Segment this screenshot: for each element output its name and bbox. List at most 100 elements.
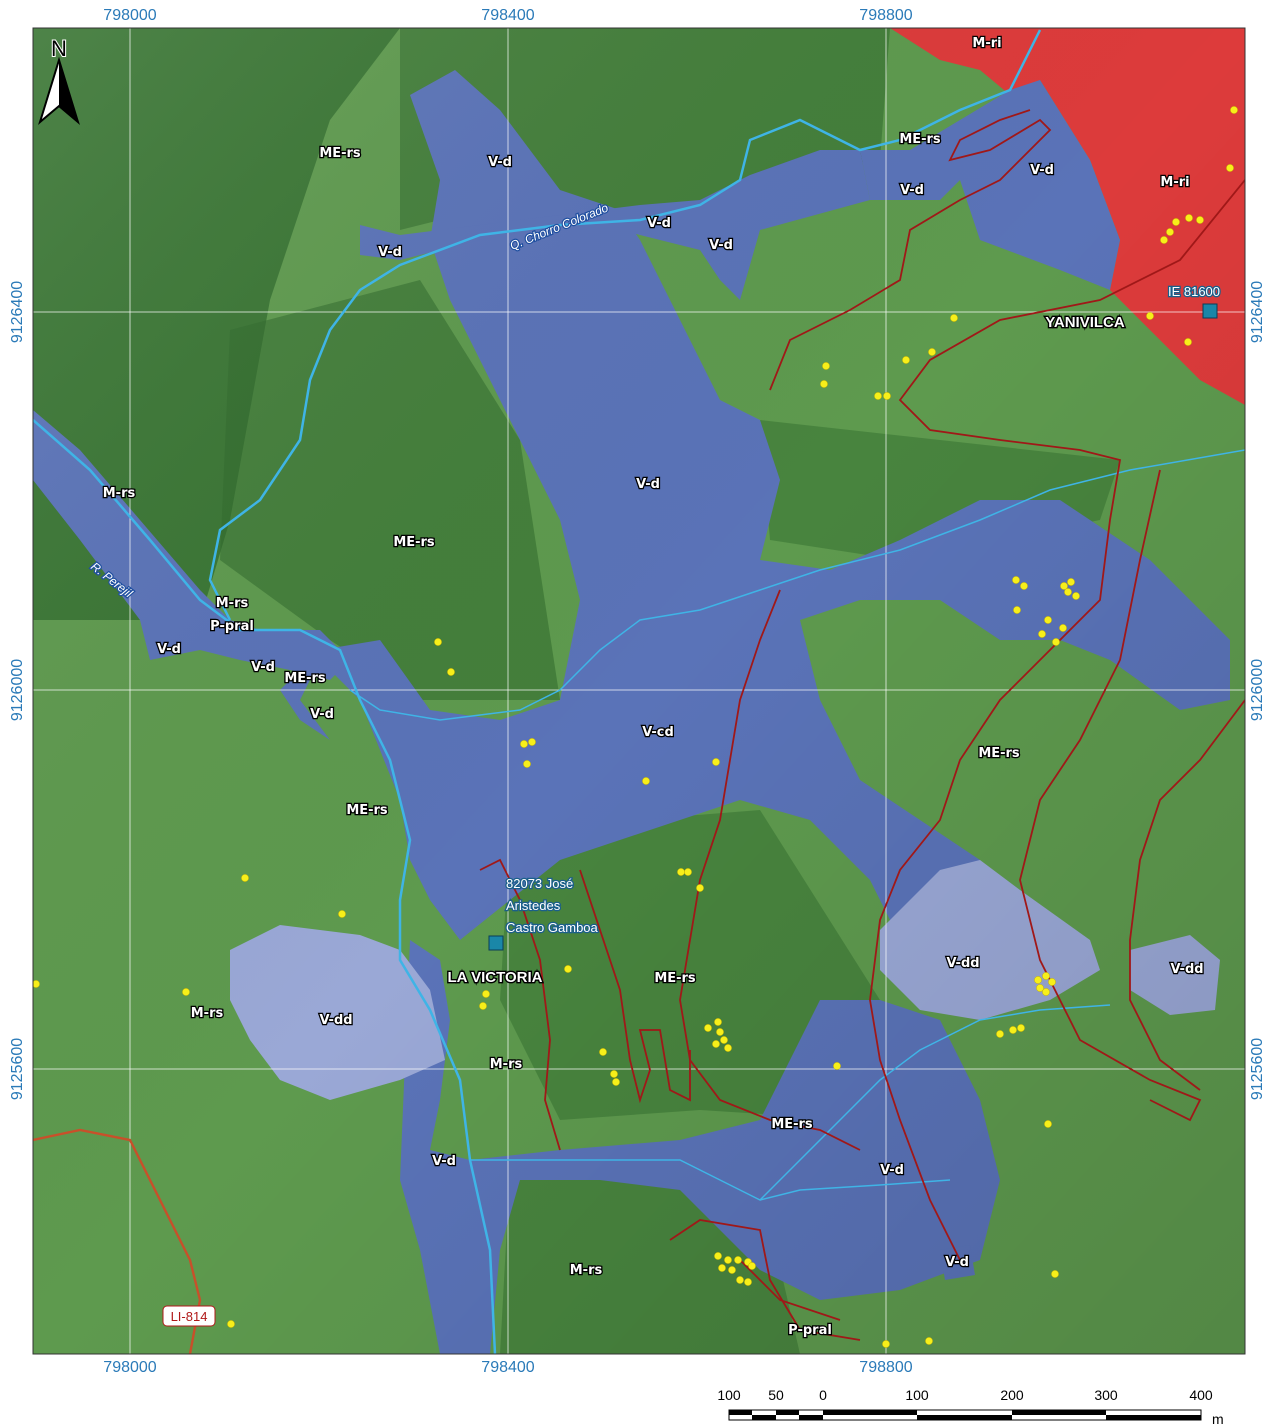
sample-point: [925, 1337, 933, 1345]
stream-perejil: [33, 419, 497, 1354]
sample-point: [1034, 976, 1042, 984]
sample-point: [1185, 214, 1193, 222]
school-label-line: Aristedes: [506, 898, 561, 913]
sample-point: [447, 668, 455, 676]
roads: [33, 109, 1245, 1354]
unit-label: M-ri: [1160, 175, 1189, 190]
sample-point: [874, 392, 882, 400]
unit-label: V-dd: [1170, 962, 1203, 977]
sample-point: [1067, 578, 1075, 586]
unit-label: V-d: [251, 660, 275, 675]
north-arrow: N: [38, 35, 80, 125]
sample-point: [642, 777, 650, 785]
unit-labels: M-ri M-ri ME-rs ME-rs V-d V-d V-d V-d V-…: [101, 35, 1204, 1340]
sample-point: [1072, 592, 1080, 600]
sample-point: [1230, 106, 1238, 114]
sample-point: [1017, 1024, 1025, 1032]
sample-point: [902, 356, 910, 364]
sample-point: [820, 380, 828, 388]
sample-point: [1038, 630, 1046, 638]
x-tick-label: 798800: [859, 7, 912, 24]
unit-label: V-d: [880, 1163, 904, 1178]
y-coordinates-left: 9126400 9126000 9125600: [9, 281, 26, 1100]
y-coordinates-right: 9126400 9126000 9125600: [1249, 281, 1266, 1100]
road-shield-li814: LI-814: [162, 1305, 216, 1327]
sample-point: [883, 392, 891, 400]
unit-label: P-pral: [210, 619, 254, 634]
sample-point: [338, 910, 346, 918]
sample-point: [1060, 582, 1068, 590]
sample-point: [227, 1320, 235, 1328]
scale-label: 0: [819, 1387, 827, 1403]
sample-point: [1042, 988, 1050, 996]
scale-segment: [823, 1410, 917, 1415]
sample-point: [1184, 338, 1192, 346]
road-south: [669, 1219, 861, 1341]
stream-south-branch: [759, 1179, 951, 1201]
sample-point: [822, 362, 830, 370]
north-arrow-half: [59, 60, 78, 122]
x-tick-label: 798800: [859, 1359, 912, 1376]
sample-point: [1146, 312, 1154, 320]
sample-point: [482, 990, 490, 998]
stream-chorro-colorado: [208, 29, 1042, 621]
road-switchbacks: [479, 858, 691, 1151]
sample-point: [1044, 1120, 1052, 1128]
sample-point: [714, 1252, 722, 1260]
sample-point: [716, 1028, 724, 1036]
y-tick-label: 9126000: [1249, 659, 1266, 721]
scale-label: 50: [768, 1387, 784, 1403]
sample-point: [1059, 624, 1067, 632]
unit-label: V-d: [647, 216, 671, 231]
y-tick-label: 9125600: [1249, 1038, 1266, 1100]
school-label-ie81600: IE 81600: [1168, 284, 1220, 299]
unit-label: ME-rs: [284, 671, 326, 686]
y-tick-label: 9126400: [9, 281, 26, 343]
sample-point: [1009, 1026, 1017, 1034]
sample-point: [1036, 984, 1044, 992]
scale-label: 400: [1189, 1387, 1213, 1403]
unit-label: V-d: [636, 477, 660, 492]
scale-segment: [1106, 1415, 1201, 1420]
unit-label: ME-rs: [654, 971, 696, 986]
scale-segment: [799, 1415, 823, 1420]
scale-label: 200: [1000, 1387, 1024, 1403]
unit-label: ME-rs: [319, 146, 361, 161]
sample-point: [724, 1256, 732, 1264]
road-east-arc: [1129, 699, 1245, 1091]
x-coordinates-bottom: 798000 798400 798800: [103, 1359, 912, 1376]
sample-point: [1064, 588, 1072, 596]
sample-point: [182, 988, 190, 996]
scale-segment: [917, 1415, 1012, 1420]
sample-point: [720, 1036, 728, 1044]
unit-label: V-dd: [319, 1013, 352, 1028]
sample-point: [479, 1002, 487, 1010]
y-tick-label: 9125600: [9, 1038, 26, 1100]
sample-point: [1172, 218, 1180, 226]
school-marker-ie81600: [1202, 303, 1218, 319]
sample-point: [1042, 972, 1050, 980]
road-center-serpentine: [679, 589, 861, 1151]
unit-label: V-d: [1030, 163, 1054, 178]
unit-label: V-dd: [946, 956, 979, 971]
sample-point: [1012, 576, 1020, 584]
town-label-yanivilca: YANIVILCA: [1045, 314, 1125, 331]
road-shield-box: [162, 1305, 216, 1327]
sample-point: [1166, 228, 1174, 236]
school-marker-82073: [488, 935, 504, 951]
unit-label: ME-rs: [978, 746, 1020, 761]
sample-point: [677, 868, 685, 876]
sample-points: [33, 106, 1238, 1348]
town-label-la-victoria: LA VICTORIA: [447, 969, 542, 986]
road-li814: [33, 1128, 202, 1354]
stream-south-east: [470, 1004, 1111, 1201]
y-tick-label: 9126400: [1249, 281, 1266, 343]
sample-point: [610, 1070, 618, 1078]
sample-point: [712, 758, 720, 766]
sample-point: [1020, 582, 1028, 590]
sample-point: [564, 965, 572, 973]
unit-label: V-d: [378, 245, 402, 260]
map-frame: N M-ri M-ri ME-rs ME-rs V-d V-d V-d V-d …: [33, 28, 1245, 1354]
scale-label: 100: [905, 1387, 929, 1403]
